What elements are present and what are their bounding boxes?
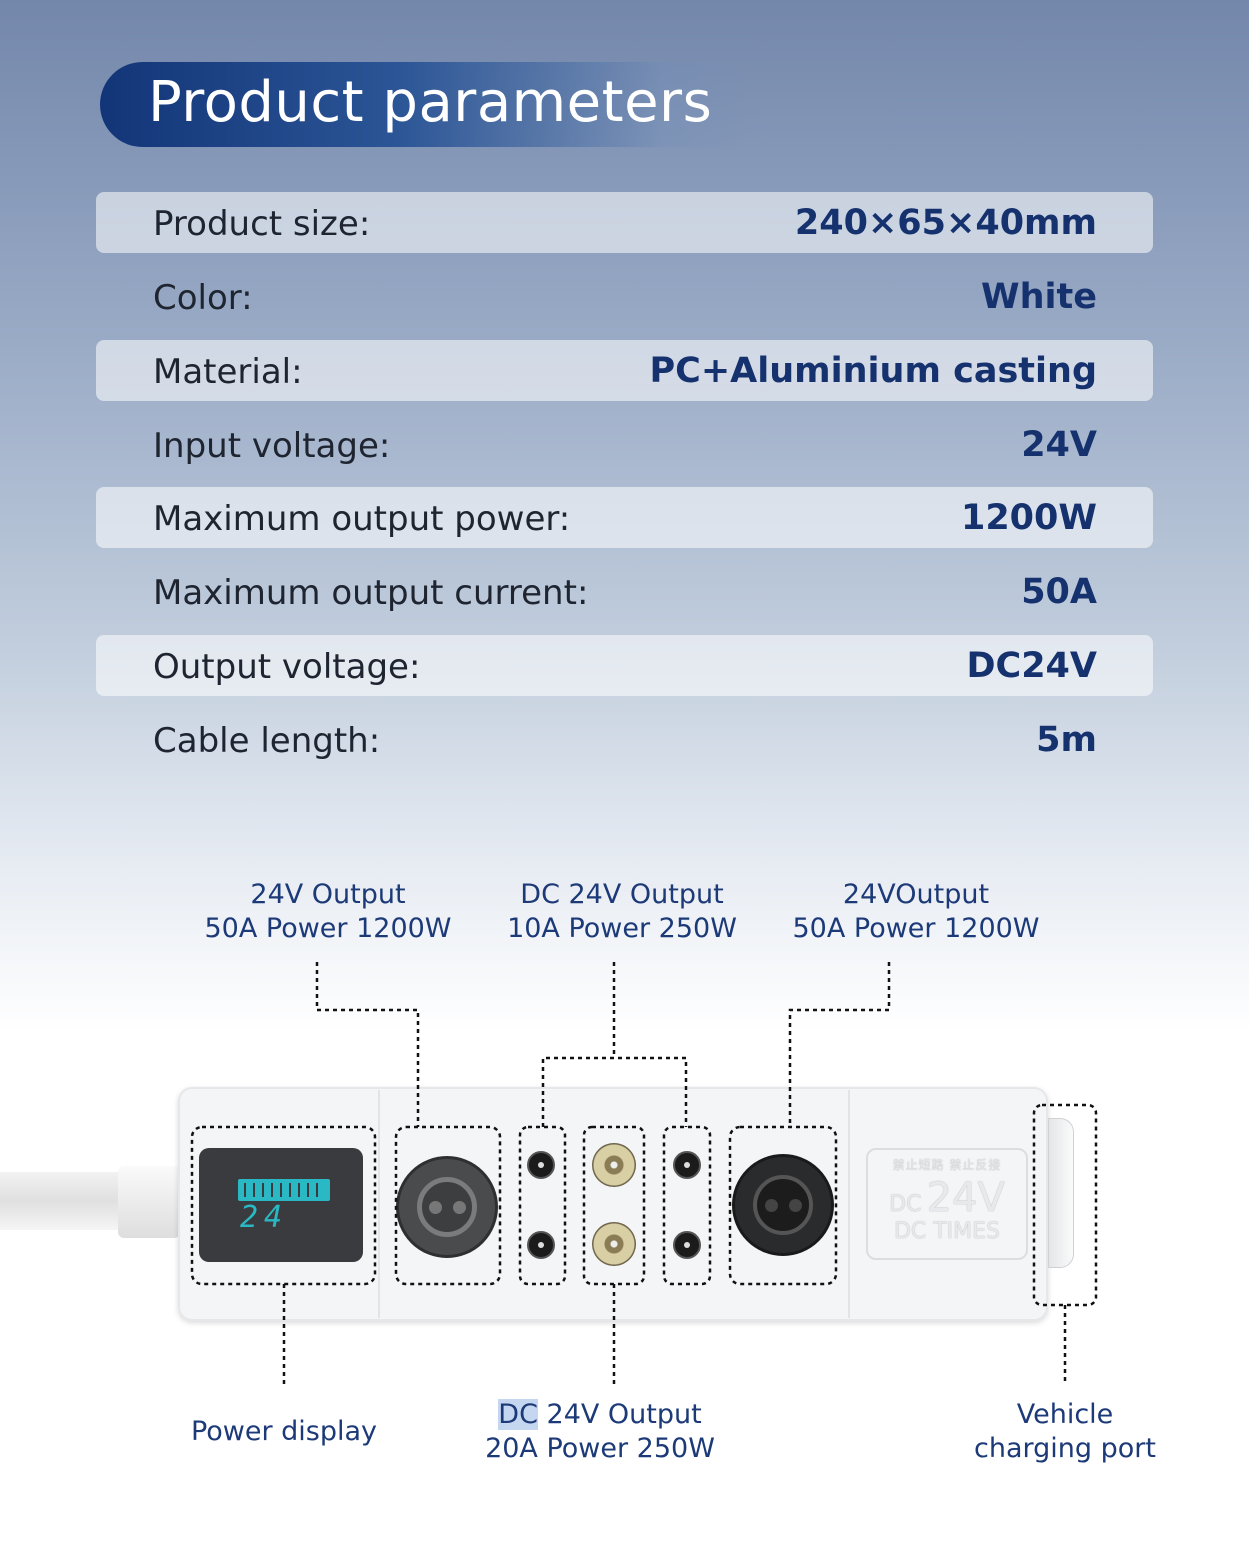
cable-strain-relief [118, 1166, 180, 1238]
spec-value: 240×65×40mm [794, 203, 1097, 243]
spec-row: Material: PC+Aluminium casting [96, 340, 1153, 401]
spec-label: Output voltage: [153, 647, 421, 687]
dc-jack-icon [527, 1231, 555, 1259]
lcd-voltage-reading: 24 [240, 1200, 289, 1235]
callout-power-display: Power display [190, 1416, 378, 1447]
divider [378, 1090, 380, 1318]
battery-level-icon [238, 1179, 330, 1201]
spec-label: Maximum output power: [153, 499, 571, 539]
dc-jack-icon [673, 1231, 701, 1259]
24v-50a-socket-left [396, 1156, 498, 1258]
spec-label: Cable length: [153, 721, 381, 761]
spec-row: Maximum output power: 1200W [96, 487, 1153, 548]
spec-value: White [981, 277, 1097, 317]
title-banner [100, 62, 760, 147]
spec-label: Maximum output current: [153, 573, 589, 613]
spec-row: Cable length: 5m [96, 709, 1153, 770]
spec-value: 1200W [960, 498, 1097, 538]
spec-row: Color: White [96, 266, 1153, 327]
spec-value: PC+Aluminium casting [649, 351, 1097, 391]
spec-label: Material: [153, 352, 303, 392]
vehicle-charging-port-cap [1048, 1118, 1074, 1268]
spec-row: Maximum output current: 50A [96, 561, 1153, 622]
spec-row: Input voltage: 24V [96, 414, 1153, 475]
product-label-plate: 禁止短路 禁止反接 DC 24V DC TIMES [866, 1148, 1028, 1260]
spec-value: 50A [1021, 572, 1097, 612]
spec-value: 24V [1021, 425, 1097, 465]
dc-jack-icon [527, 1151, 555, 1179]
spec-label: Product size: [153, 204, 371, 244]
gold-dc-socket-icon [592, 1143, 636, 1187]
gold-dc-socket-icon [592, 1222, 636, 1266]
spec-row: Output voltage: DC24V [96, 635, 1153, 696]
divider [848, 1090, 850, 1318]
spec-value: DC24V [966, 646, 1097, 686]
spec-label: Input voltage: [153, 426, 391, 466]
24v-50a-socket-right [732, 1154, 834, 1256]
page-title: Product parameters [148, 70, 713, 135]
spec-label: Color: [153, 278, 253, 318]
power-display-screen [199, 1148, 363, 1262]
spec-value: 5m [1036, 720, 1097, 760]
spec-row: Product size: 240×65×40mm [96, 192, 1153, 253]
dc-jack-icon [673, 1151, 701, 1179]
